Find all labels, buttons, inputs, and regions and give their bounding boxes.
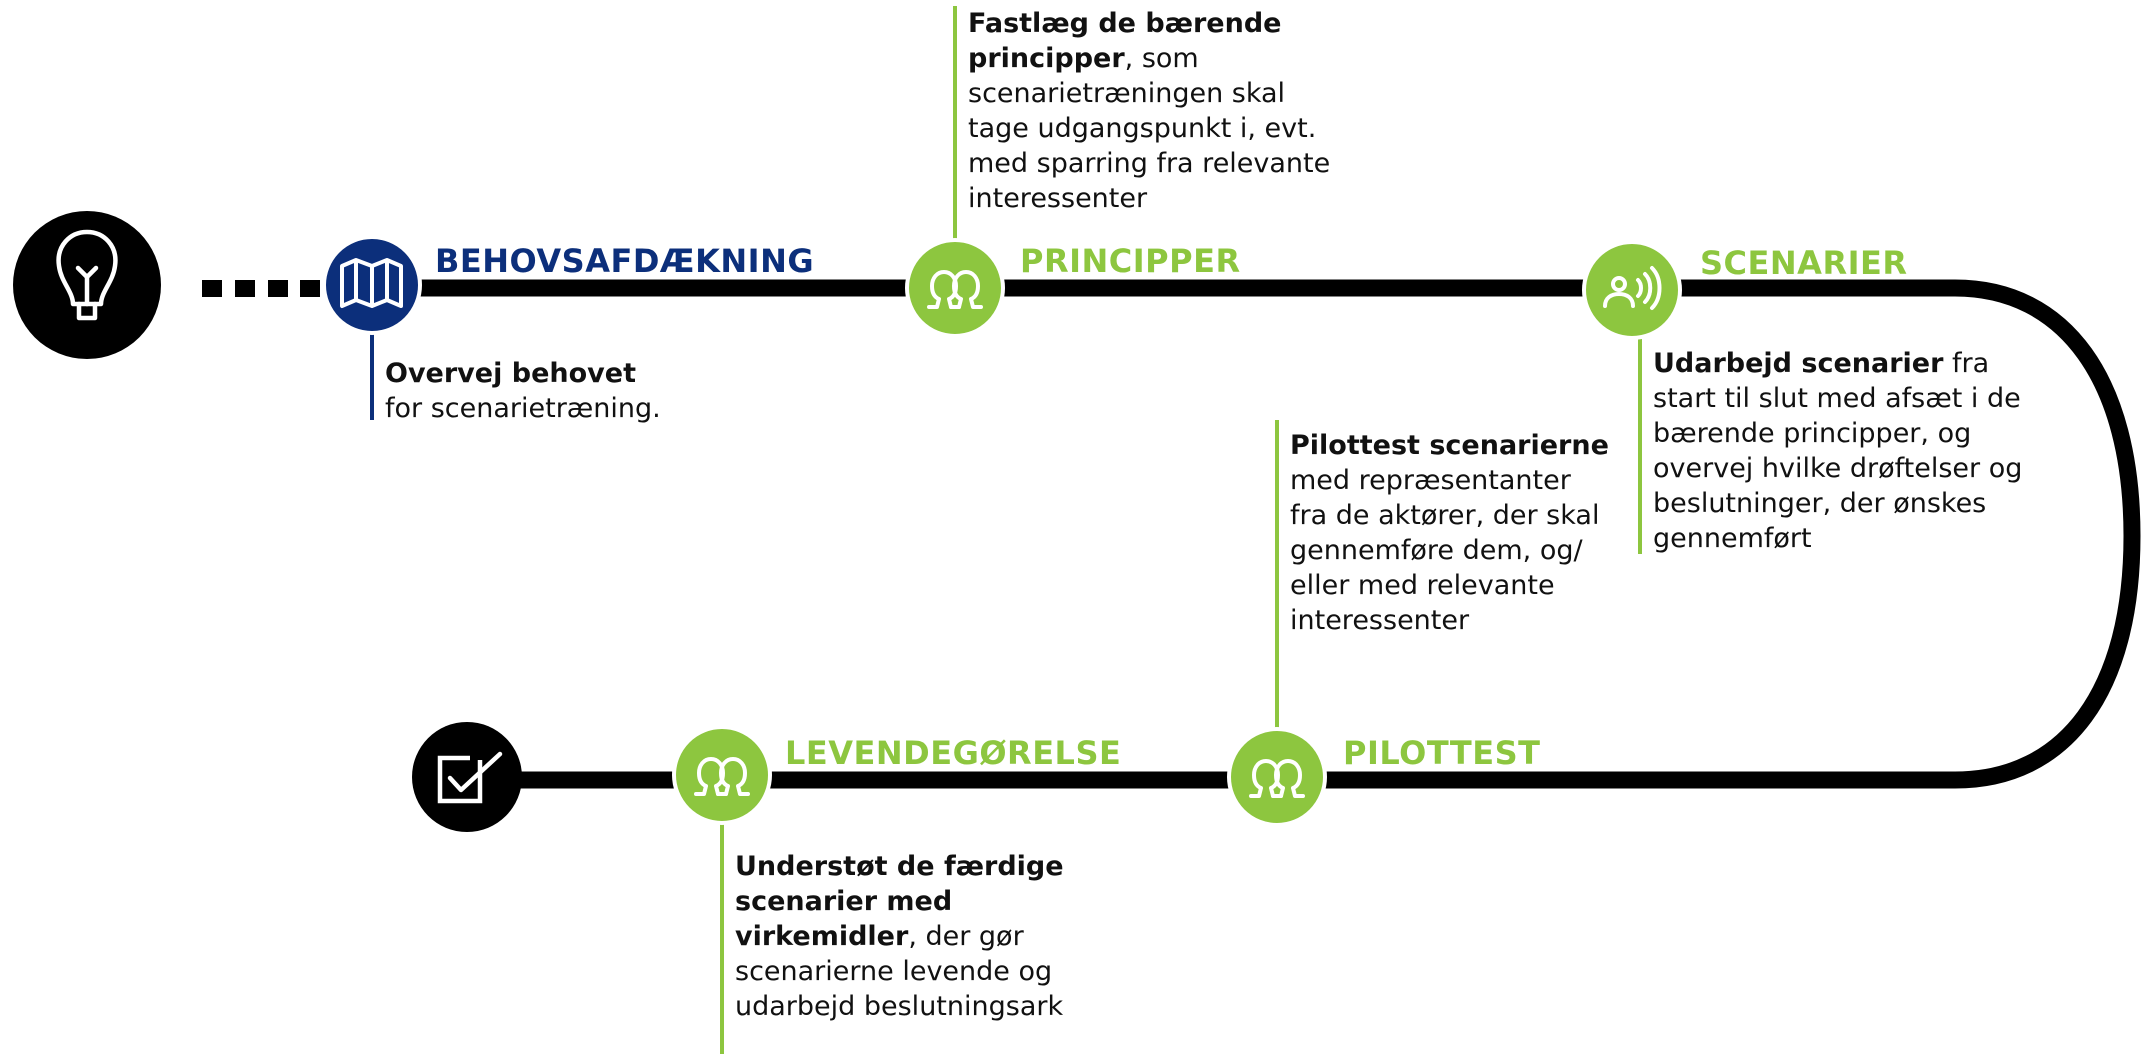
behovsafdaekning-node xyxy=(322,235,422,335)
people-icon xyxy=(694,757,750,796)
note-bold: Understøt de færdige scenarier med virke… xyxy=(735,851,1064,952)
note-text: , der gør scenarierne levende og udarbej… xyxy=(735,921,1064,1022)
stage-title-levendegoerelse: LEVENDEGØRELSE xyxy=(785,734,1122,772)
note-principper: Fastlæg de bærende principper, som scena… xyxy=(953,6,1333,216)
process-track xyxy=(400,279,2141,789)
note-bold: Overvej behovet xyxy=(385,358,636,389)
dotted-connector-segment xyxy=(235,280,255,297)
people-icon xyxy=(1249,759,1305,798)
note-pilottest: Pilottest scenarierne med repræsentanter… xyxy=(1275,428,1615,638)
note-scenarier: Udarbejd scenarier fra start til slut me… xyxy=(1638,346,2038,556)
stage-title-scenarier: SCENARIER xyxy=(1700,244,1908,282)
speaker-icon xyxy=(1603,266,1662,310)
note-text: , som scenarietræningen skal tage udgang… xyxy=(968,43,1331,214)
note-text: med repræsentanter fra de aktører, der s… xyxy=(1290,465,1600,636)
pilottest-node xyxy=(1227,727,1327,827)
note-behovsafdaekning: Overvej behovet for scenarietræning. xyxy=(370,356,730,426)
scenarier-node xyxy=(1582,240,1682,340)
stage-title-pilottest: PILOTTEST xyxy=(1343,734,1541,772)
note-text: for scenarietræning. xyxy=(385,393,661,424)
principper-node xyxy=(905,238,1005,338)
dotted-connector-segment xyxy=(268,280,288,297)
start-node xyxy=(13,211,161,359)
note-text: fra start til slut med afsæt i de bærend… xyxy=(1653,348,2023,554)
dotted-connector-segment xyxy=(202,280,222,297)
note-bold: Pilottest scenarierne xyxy=(1290,430,1609,461)
people-icon xyxy=(927,270,983,309)
stage-title-principper: PRINCIPPER xyxy=(1020,242,1241,280)
map-icon xyxy=(340,258,403,308)
note-bold: Udarbejd scenarier xyxy=(1653,348,1944,379)
note-levendegoerelse: Understøt de færdige scenarier med virke… xyxy=(720,849,1070,1024)
levendegoerelse-node xyxy=(672,725,772,825)
dotted-connector-segment xyxy=(300,280,320,297)
note-bold: Fastlæg de bærende principper xyxy=(968,8,1282,74)
checkbox-icon xyxy=(437,751,503,804)
lightbulb-icon xyxy=(56,229,118,321)
end-node xyxy=(412,722,522,832)
stage-title-behovsafdaekning: BEHOVSAFDÆKNING xyxy=(435,242,815,280)
